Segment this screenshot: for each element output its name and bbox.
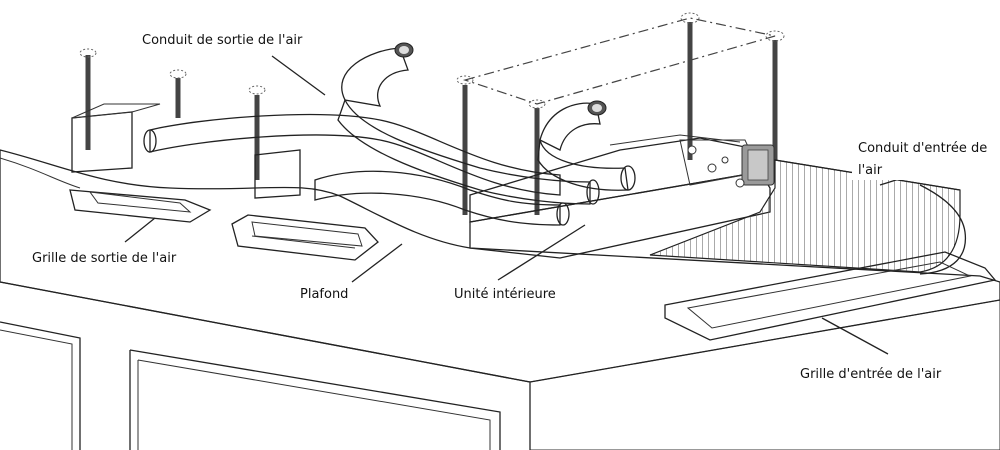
room-walls [0,281,1000,450]
hanger-rod [456,75,474,215]
hanger-rods [79,12,785,215]
leader-line [351,243,403,283]
hanger-rod [169,69,187,118]
label-conduit-entree-line1: Conduit d'entrée de [858,141,987,156]
supply-duct [537,100,636,191]
supply-air-ducts [143,42,636,226]
label-unite-interieure: Unité intérieure [454,287,556,302]
return-air-duct [649,159,967,275]
outlet-grilles [69,189,379,261]
supply-duct [143,113,561,196]
hanger-rod [248,85,266,180]
leader-line [497,224,586,281]
label-grille-entree: Grille d'entrée de l'air [800,367,942,382]
inlet-grille [664,251,997,341]
hanger-rod [528,99,546,215]
outlet-grille [231,214,379,261]
labels: Conduit de sortie de l'air Conduit d'ent… [24,28,1000,384]
mount-bracket [71,103,301,199]
label-conduit-entree-line2: l'air [858,163,883,178]
label-plafond: Plafond [300,287,348,302]
hanger-rod [765,30,785,160]
outlet-grille [69,189,212,223]
label-conduit-sortie: Conduit de sortie de l'air [142,33,303,48]
supply-duct [337,42,591,205]
ceiling-slab [0,149,1000,383]
leader-line [271,55,326,96]
leader-lines [124,55,936,355]
leader-line [124,217,156,243]
label-grille-sortie: Grille de sortie de l'air [32,251,177,266]
supply-duct [314,170,561,226]
hanger-rod [680,12,700,160]
leader-line [821,317,889,355]
indoor-unit [469,134,775,259]
hanger-rod [79,48,97,150]
